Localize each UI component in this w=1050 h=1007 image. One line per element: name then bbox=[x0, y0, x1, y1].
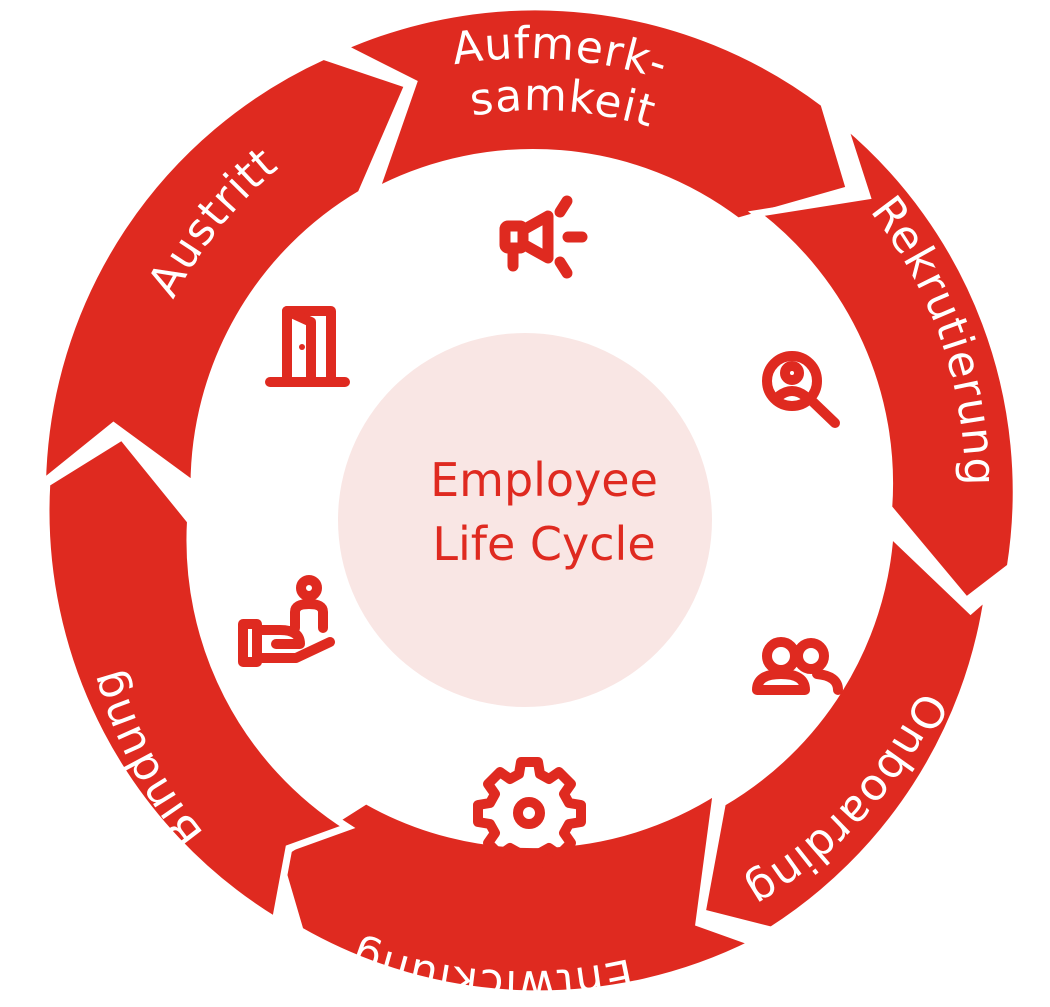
gear-icon bbox=[473, 757, 586, 870]
cycle-ring bbox=[38, 3, 1020, 998]
segment-rekrutierung bbox=[747, 112, 1020, 606]
segment-onboarding bbox=[698, 525, 993, 934]
megaphone-icon bbox=[499, 195, 588, 279]
center-circle bbox=[338, 333, 712, 707]
hand-person-icon bbox=[238, 575, 335, 667]
people-icon bbox=[752, 637, 843, 695]
search-person-icon bbox=[762, 351, 840, 428]
segment-aufmerksamkeit bbox=[334, 3, 854, 226]
segment-austritt bbox=[38, 52, 413, 492]
door-icon bbox=[265, 306, 350, 387]
center-title-line2: Life Cycle bbox=[432, 517, 655, 571]
center-title-line1: Employee bbox=[430, 453, 658, 507]
